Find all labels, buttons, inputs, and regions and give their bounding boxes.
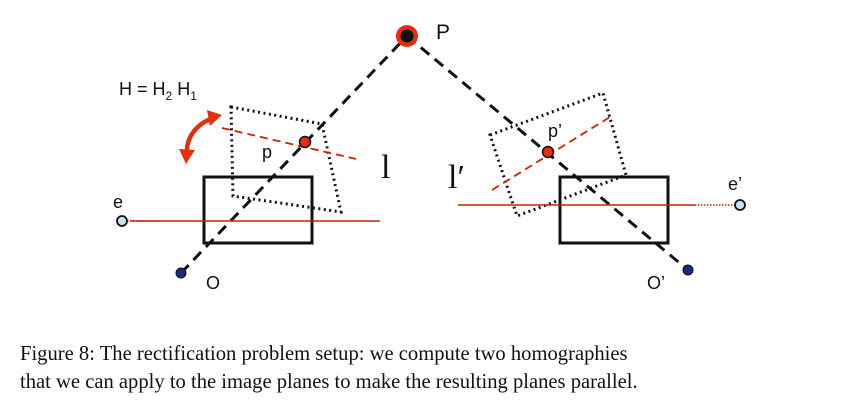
right-original-image-plane [488,91,628,218]
left-epipole-label: e [113,192,123,212]
homography-arrow-head-top [207,110,222,126]
left-projection-ray [179,34,409,275]
point-p-label: P [436,21,450,44]
left-image-point-marker [298,135,312,149]
left-epipolar-line-label: l [381,149,390,186]
right-camera-center-marker [682,264,694,276]
left-original-image-plane [229,105,343,214]
right-image-point-marker [541,145,555,159]
homography-label-h1: H [172,79,190,99]
homography-label-sub1: 1 [190,89,197,103]
left-camera-center-marker [175,267,187,279]
figure-caption-line-1: Figure 8: The rectification problem setu… [20,343,628,365]
world-point-p-core [400,29,414,43]
left-rectified-image-plane [202,175,314,245]
right-epipole-label: e’ [728,174,742,194]
left-epipole-marker [116,215,128,227]
right-camera-center-label: O’ [647,273,665,293]
homography-arrow-head-bottom [179,149,195,164]
left-original-epipolar-line [221,127,357,160]
right-epipolar-line-label: l′ [448,159,465,196]
right-rectified-image-plane [558,175,670,245]
right-epipole-marker [734,199,746,211]
right-image-point-label: p’ [548,121,562,141]
homography-label: H = H2 H1 [119,79,197,103]
homography-label-h2: H = H [119,79,166,99]
homography-label-sub2: 2 [166,89,173,103]
figure-caption: Figure 8: The rectification problem setu… [20,340,860,396]
left-image-point-label: p [262,142,272,162]
figure-caption-line-2: that we can apply to the image planes to… [20,371,638,393]
homography-rotation-arrow [184,115,216,156]
left-camera-center-label: O [206,273,220,293]
